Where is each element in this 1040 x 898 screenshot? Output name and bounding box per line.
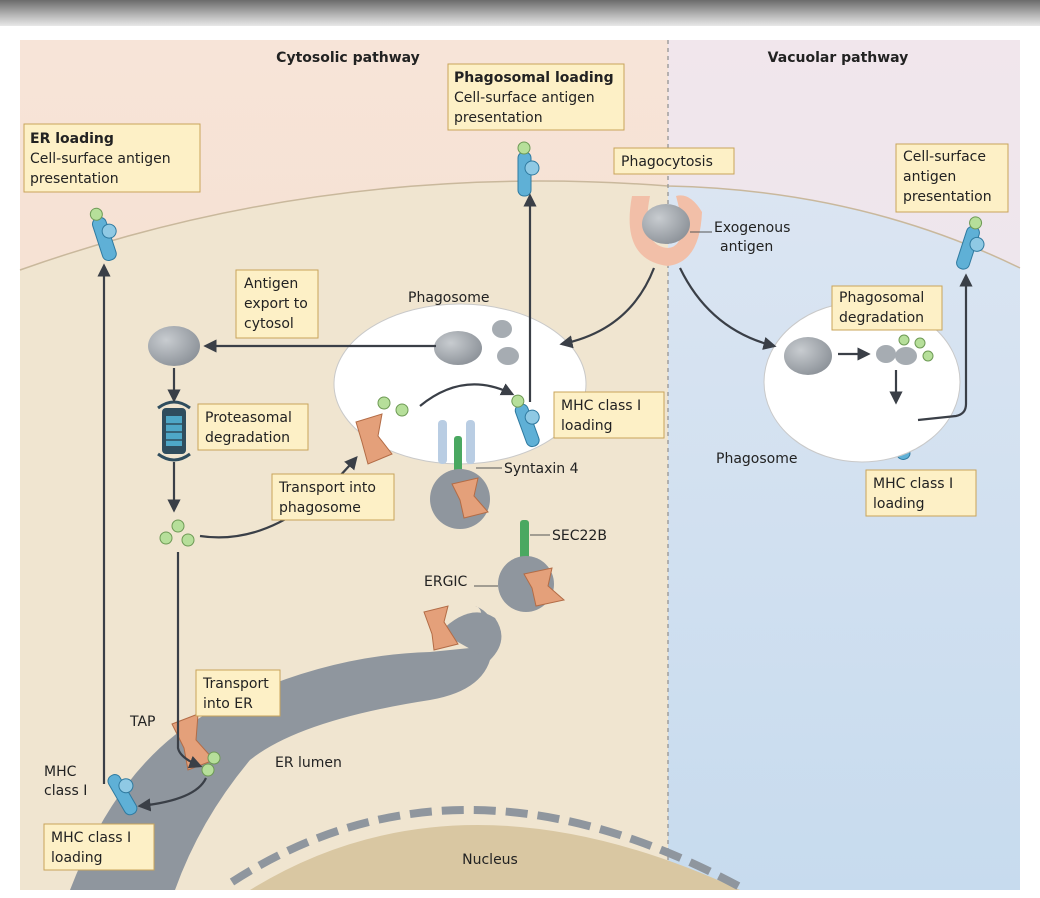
peptide <box>377 396 391 410</box>
window-top-bar <box>0 0 1040 26</box>
label-mhc-class-i-line1: MHC <box>44 764 77 780</box>
antigen-fragment <box>895 347 917 365</box>
box-phagocytosis-line1: Phagocytosis <box>621 154 713 170</box>
box-phagosomal-loading-line1: Cell-surface antigen <box>454 90 595 106</box>
box-er-loading-line1: Cell-surface antigen <box>30 151 171 167</box>
mhc-class-i-phagosome <box>511 394 540 448</box>
box-phagosomal-degradation: Phagosomal degradation <box>831 285 943 331</box>
label-er-lumen: ER lumen <box>275 755 342 771</box>
box-phagosomal-loading: Phagosomal loading Cell-surface antigen … <box>447 63 625 131</box>
peptide <box>898 334 910 346</box>
box-cell-surface-right-line2: antigen <box>903 169 956 185</box>
proteasome <box>157 400 191 462</box>
box-phagosomal-loading-title: Phagosomal loading <box>454 70 614 86</box>
peptide <box>171 519 185 533</box>
box-mhc-loading-right: MHC class I loading <box>865 469 977 517</box>
antigen-fragment <box>492 320 512 338</box>
antigen-right-phagosome <box>784 337 832 375</box>
box-mhc-loading-er: MHC class I loading <box>43 823 155 871</box>
box-transport-phagosome-line2: phagosome <box>279 500 361 516</box>
antigen-in-phagosome <box>434 331 482 365</box>
box-antigen-export: Antigen export to cytosol <box>235 269 319 339</box>
label-syntaxin-4: Syntaxin 4 <box>504 461 579 477</box>
snare-left <box>438 420 447 464</box>
box-cell-surface-right-line3: presentation <box>903 189 992 205</box>
box-transport-er: Transport into ER <box>195 669 281 717</box>
label-nucleus: Nucleus <box>462 852 518 868</box>
box-mhc-loading-right-line2: loading <box>873 496 925 512</box>
label-mhc-class-i-line2: class I <box>44 783 87 799</box>
mhc-class-i-er <box>107 774 138 816</box>
box-mhc-loading-phagosome-line2: loading <box>561 418 613 434</box>
cytosolic-antigen <box>148 326 200 366</box>
header-vacuolar-pathway: Vacuolar pathway <box>768 50 909 66</box>
peptide <box>181 533 195 547</box>
sec22b <box>520 520 529 564</box>
nucleus <box>250 825 740 890</box>
mhc-class-i-right-surface <box>956 216 985 270</box>
vesicle-transporter <box>451 477 489 519</box>
box-phagosomal-degradation-line2: degradation <box>839 310 924 326</box>
mhc-class-i-phagosomal-surface <box>517 141 540 197</box>
exogenous-antigen <box>642 204 690 244</box>
peptide <box>159 531 173 545</box>
box-proteasomal-line2: degradation <box>205 430 290 446</box>
mhc-class-i-er-surface <box>89 207 117 262</box>
er-transporter <box>423 605 459 651</box>
header-cytosolic-pathway: Cytosolic pathway <box>276 50 420 66</box>
antigen-fragment <box>497 347 519 365</box>
box-transport-phagosome-line1: Transport into <box>278 480 376 496</box>
peptide <box>914 337 926 349</box>
antigen-fragment <box>876 345 896 363</box>
peptide <box>395 403 409 417</box>
peptide <box>922 350 934 362</box>
box-er-loading-line2: presentation <box>30 171 119 187</box>
phagosome-transporter <box>355 413 393 465</box>
label-tap: TAP <box>129 714 155 730</box>
box-phagocytosis: Phagocytosis <box>613 147 735 175</box>
snare-right <box>466 420 475 464</box>
box-transport-er-line1: Transport <box>202 676 269 692</box>
box-antigen-export-line3: cytosol <box>244 316 294 332</box>
nuclear-envelope <box>229 806 744 892</box>
box-transport-er-line2: into ER <box>203 696 253 712</box>
label-phagosome-right: Phagosome <box>716 451 797 467</box>
box-mhc-loading-right-line1: MHC class I <box>873 476 953 492</box>
box-transport-phagosome: Transport into phagosome <box>271 473 395 521</box>
box-mhc-loading-phagosome-line1: MHC class I <box>561 398 641 414</box>
er-protrusion <box>440 612 502 660</box>
label-exogenous-line2: antigen <box>720 239 773 255</box>
plasma-membrane <box>19 180 1021 271</box>
label-phagosome-left: Phagosome <box>408 290 489 306</box>
box-er-loading: ER loading Cell-surface antigen presenta… <box>23 123 201 193</box>
label-sec22b: SEC22B <box>552 528 607 544</box>
peptide <box>201 763 215 777</box>
box-phagosomal-loading-line2: presentation <box>454 110 543 126</box>
box-antigen-export-line1: Antigen <box>244 276 298 292</box>
box-mhc-loading-er-line1: MHC class I <box>51 830 131 846</box>
pathway-arrows <box>97 193 973 812</box>
box-antigen-export-line2: export to <box>244 296 308 312</box>
peptide <box>207 751 221 765</box>
box-phagosomal-degradation-line1: Phagosomal <box>839 290 924 306</box>
label-ergic: ERGIC <box>424 574 468 590</box>
box-er-loading-title: ER loading <box>30 131 114 147</box>
ergic-transporter <box>523 567 566 607</box>
box-cell-surface-right: Cell-surface antigen presentation <box>895 143 1009 213</box>
box-cell-surface-right-line1: Cell-surface <box>903 149 986 165</box>
box-proteasomal-line1: Proteasomal <box>205 410 292 426</box>
box-mhc-loading-er-line2: loading <box>51 850 103 866</box>
box-proteasomal: Proteasomal degradation <box>197 403 309 451</box>
box-mhc-loading-phagosome: MHC class I loading <box>553 391 665 439</box>
label-exogenous-line1: Exogenous <box>714 220 790 236</box>
endoplasmic-reticulum <box>70 606 494 890</box>
